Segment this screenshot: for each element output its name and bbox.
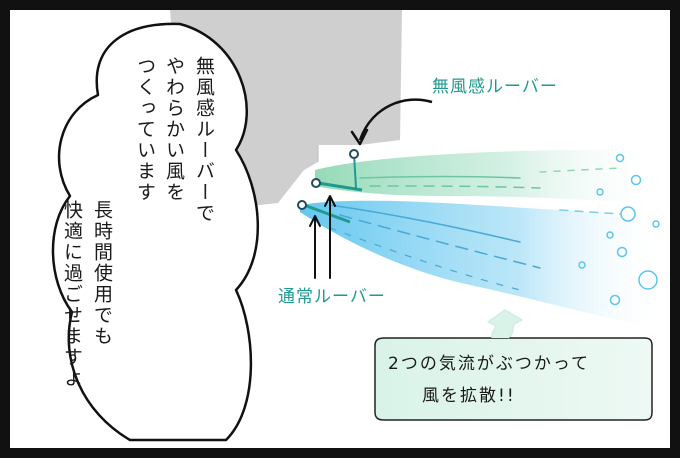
bottom-louver-label: 通常ルーバー: [278, 287, 386, 307]
pointer-arrow-top: [358, 98, 433, 141]
airflow-streaks: [329, 167, 621, 291]
bubble-text-column-4: 長時間使用でも: [91, 200, 113, 347]
top-louver-label: 無風感ルーバー: [432, 77, 558, 97]
caption-box: [374, 337, 653, 421]
caption-arrow: [487, 309, 523, 339]
bubble-text-column-5: 快適に過ごせますよ: [61, 200, 83, 389]
bottom-louver-icon: [297, 200, 351, 224]
bubble-text-column-3: つくっています: [134, 56, 156, 203]
airflow-blue: [300, 200, 665, 330]
caption-line-2: 風を拡散!!: [422, 386, 516, 406]
speech-bubble-shape: [51, 22, 260, 442]
pointer-arrows-bottom: [309, 195, 336, 279]
bubble-icons: [578, 153, 660, 306]
bubble-text-column-1: 無風感ルーバーで: [193, 56, 215, 224]
top-louver-icon: [311, 149, 363, 192]
caption-line-1: 2つの気流がぶつかって: [388, 354, 590, 374]
bubble-text-column-2: やわらかい風を: [163, 56, 185, 203]
